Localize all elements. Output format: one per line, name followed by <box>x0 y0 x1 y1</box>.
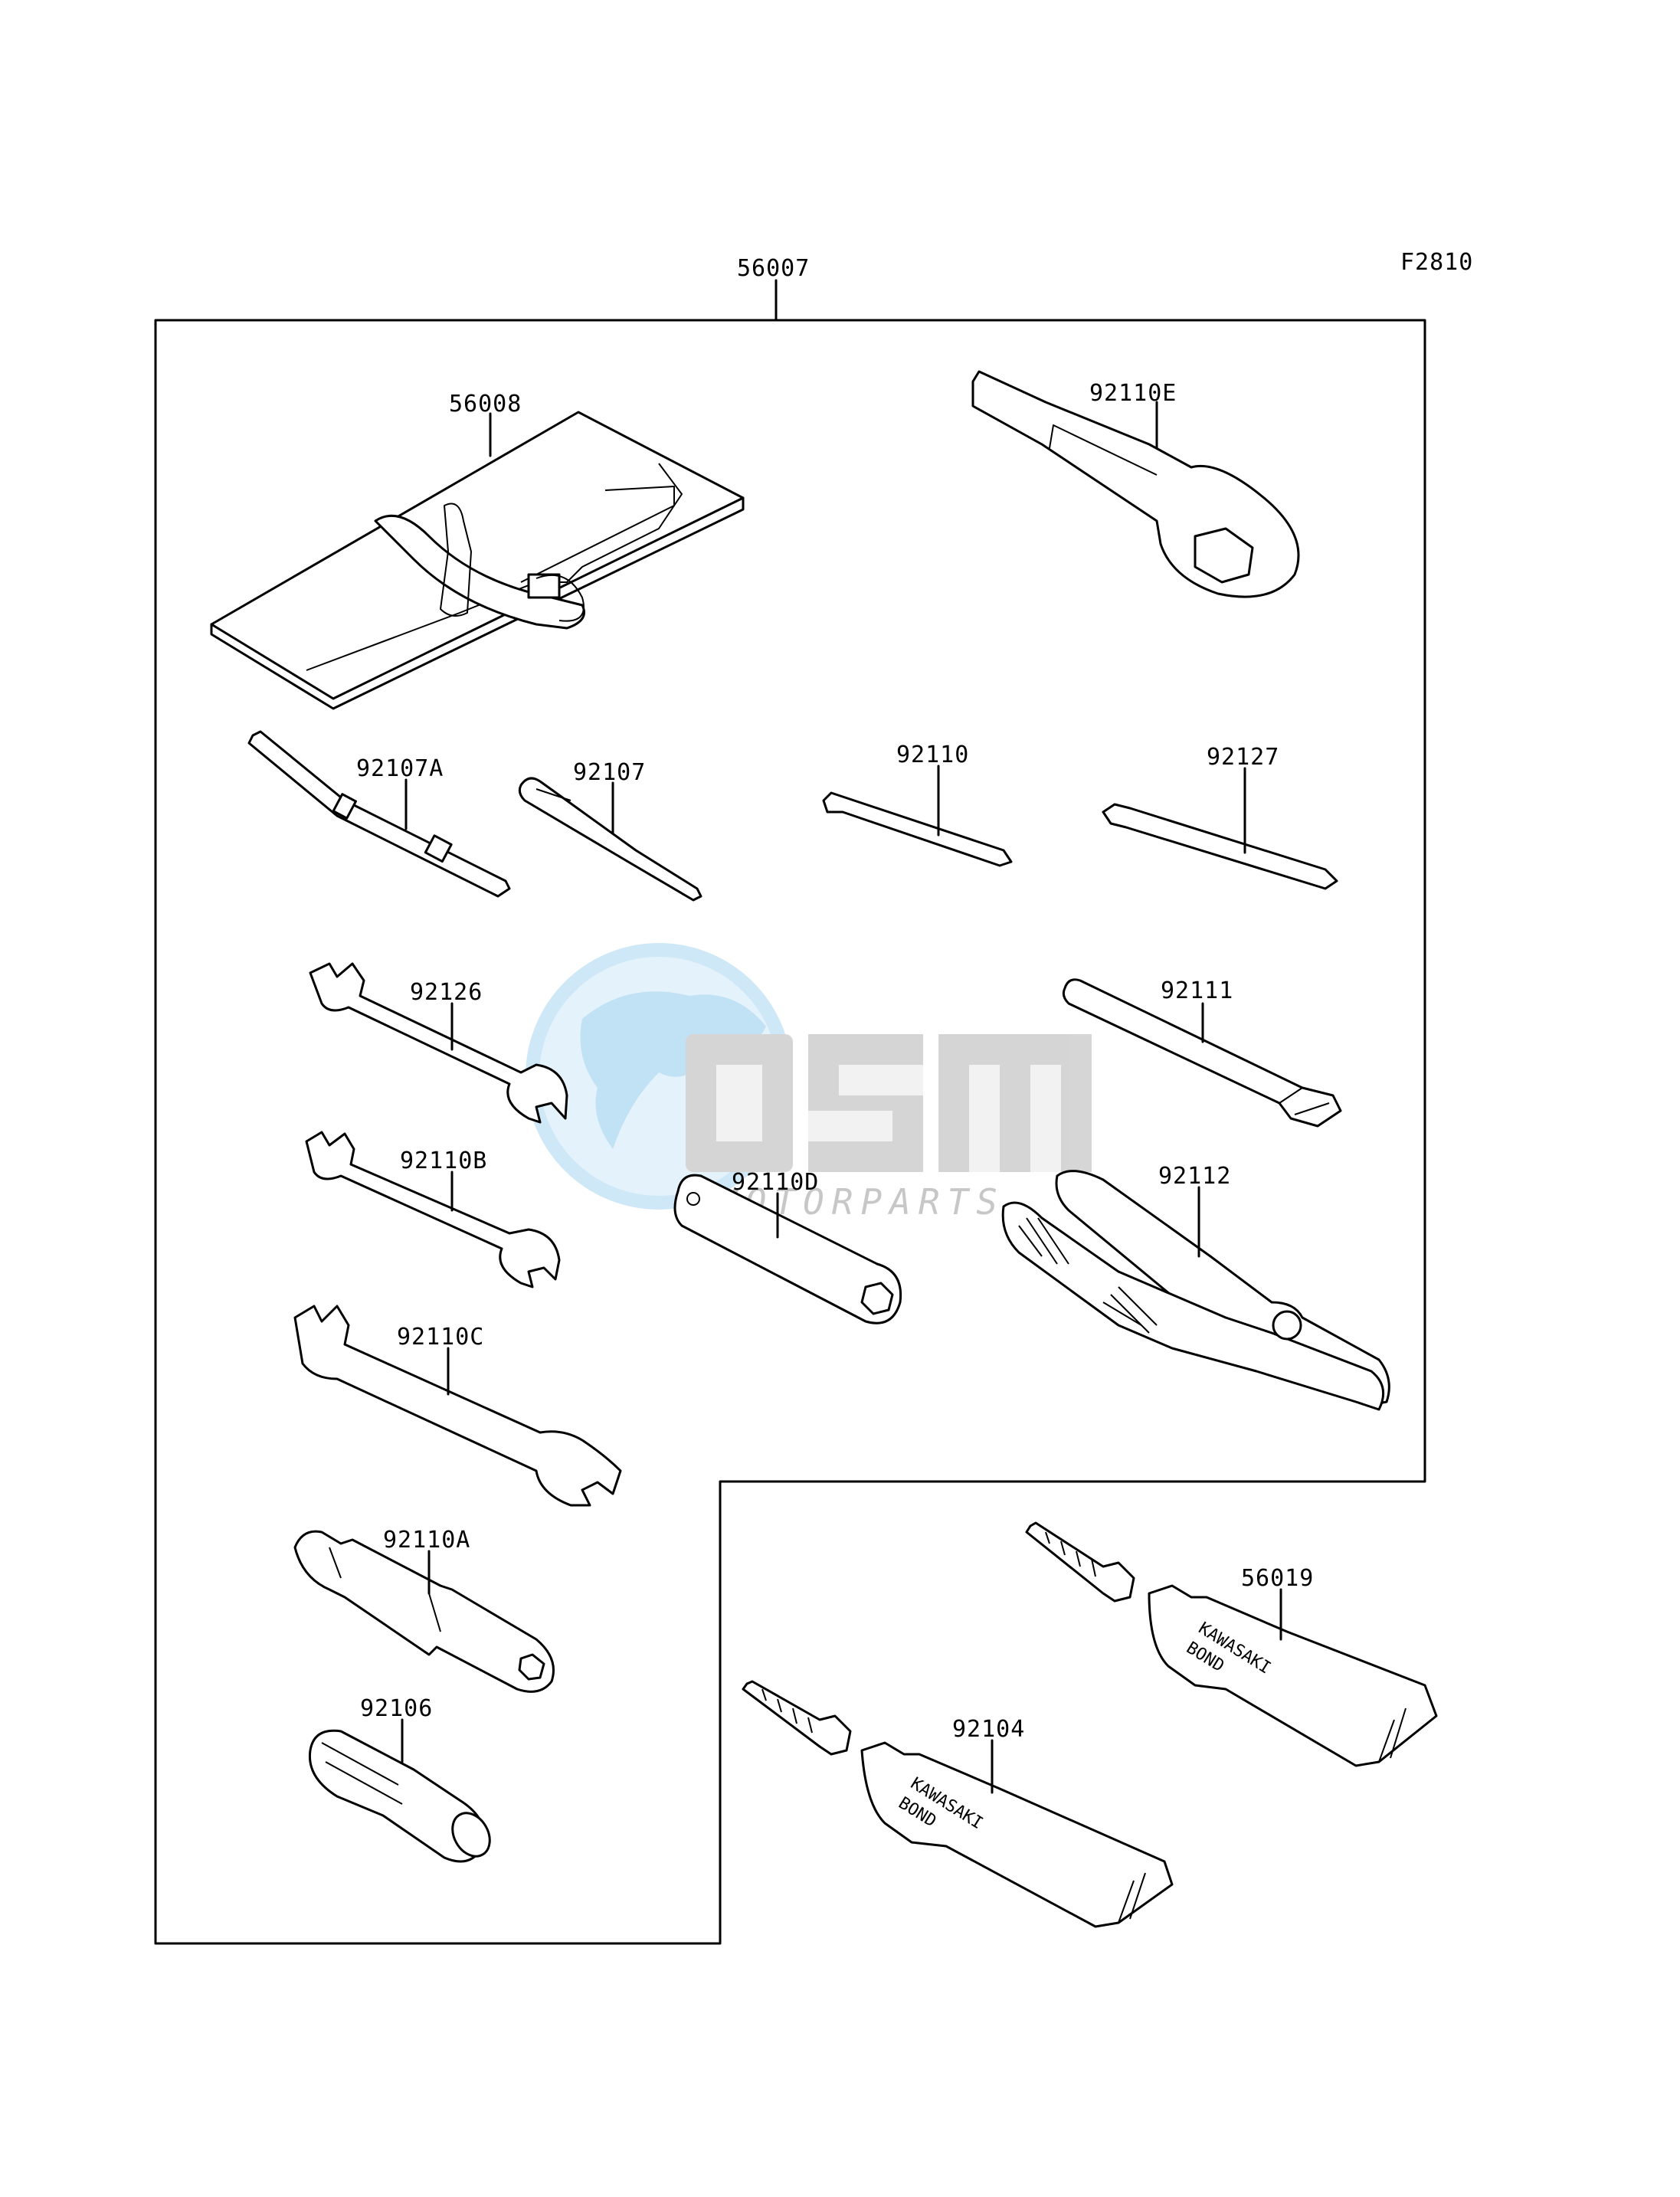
screwdriver-a-drawing <box>247 730 511 898</box>
screwdriver-grip-drawing <box>308 1718 491 1863</box>
part-label-92107A[interactable]: 92107A <box>356 755 444 782</box>
bond-tube-2-drawing: KAWASAKI BOND <box>742 1680 1174 1928</box>
figure-code: F2810 <box>1400 249 1473 276</box>
extension-handle-drawing <box>1062 978 1342 1128</box>
hex-key-large-drawing <box>1102 767 1338 890</box>
watermark: MOTORPARTS <box>526 943 1092 1223</box>
part-label-92110E[interactable]: 92110E <box>1089 380 1177 407</box>
part-label-92110C[interactable]: 92110C <box>397 1324 484 1351</box>
hex-key-small-drawing <box>822 765 1013 867</box>
part-label-92106[interactable]: 92106 <box>360 1695 433 1722</box>
assembly-frame <box>154 319 1426 1945</box>
pliers-drawing <box>1001 1170 1390 1411</box>
open-wrench-2-drawing <box>305 1131 561 1288</box>
part-label-92107[interactable]: 92107 <box>573 759 646 786</box>
part-label-92110[interactable]: 92110 <box>896 742 969 768</box>
open-wrench-1-drawing <box>309 962 568 1124</box>
part-label-56019[interactable]: 56019 <box>1241 1565 1314 1592</box>
screwdriver-b-drawing <box>518 777 702 902</box>
tool-bag-drawing <box>210 411 745 710</box>
part-label-92126[interactable]: 92126 <box>410 979 483 1006</box>
socket-wrench-drawing <box>293 1530 555 1693</box>
box-wrench-drawing <box>673 1174 902 1324</box>
part-label-56008[interactable]: 56008 <box>449 391 522 417</box>
part-label-92111[interactable]: 92111 <box>1161 977 1233 1004</box>
watermark-letter-m <box>938 1034 1092 1172</box>
part-label-92110A[interactable]: 92110A <box>383 1527 470 1554</box>
part-label-92127[interactable]: 92127 <box>1207 744 1279 771</box>
part-label-92112[interactable]: 92112 <box>1158 1163 1231 1190</box>
ring-wrench-drawing <box>971 370 1300 598</box>
watermark-letter-s <box>808 1034 923 1172</box>
part-label-92110B[interactable]: 92110B <box>400 1148 487 1174</box>
part-label-92110D[interactable]: 92110D <box>732 1169 819 1196</box>
bond-tube-1-drawing: KAWASAKI BOND <box>1025 1521 1438 1767</box>
open-wrench-3-drawing <box>293 1305 622 1507</box>
part-label-92104[interactable]: 92104 <box>952 1716 1025 1743</box>
assembly-part-number[interactable]: 56007 <box>737 255 810 282</box>
